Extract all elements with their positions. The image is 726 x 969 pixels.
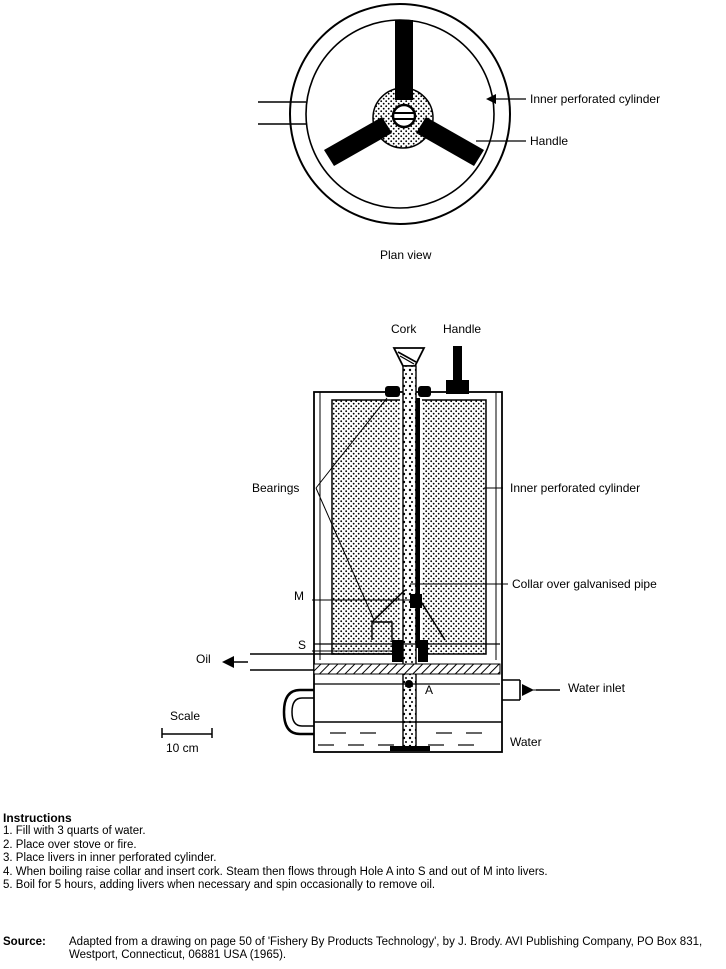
- cork: [392, 347, 426, 367]
- top-bearing-right: [418, 386, 431, 397]
- plan-handle-arm-left: [324, 117, 392, 166]
- scale-title: Scale: [170, 709, 200, 723]
- label-a: A: [425, 683, 433, 697]
- section-view: Cork Handle Bearings Inner perforated cy…: [161, 322, 657, 755]
- apparatus-diagram: Inner perforated cylinder Handle Plan vi…: [161, 3, 660, 755]
- lower-bearing-right: [418, 640, 428, 662]
- scale-value: 10 cm: [166, 741, 199, 755]
- label-oil: Oil: [196, 652, 211, 666]
- instruction-step: 1. Fill with 3 quarts of water.: [3, 825, 146, 838]
- instructions-list: 1. Fill with 3 quarts of water. 2. Place…: [3, 825, 723, 892]
- galvanised-pipe: [402, 365, 417, 751]
- water-inlet-arrow: [522, 684, 534, 696]
- label-collar: Collar over galvanised pipe: [512, 577, 657, 591]
- label-water-inlet: Water inlet: [568, 681, 626, 695]
- instruction-step: 5. Boil for 5 hours, adding livers when …: [3, 879, 436, 892]
- instruction-step: 4. When boiling raise collar and insert …: [3, 865, 548, 878]
- top-bearing-left: [385, 386, 400, 397]
- hatched-plate: [313, 663, 501, 675]
- collar: [410, 594, 422, 608]
- label-m: M: [294, 589, 304, 603]
- plan-outer-ring: [289, 3, 511, 225]
- plan-view: Inner perforated cylinder Handle Plan vi…: [258, 3, 660, 262]
- label-water: Water: [510, 735, 542, 749]
- source-label: Source:: [3, 936, 46, 948]
- section-handle: [453, 346, 462, 382]
- plan-handle-arm-top: [395, 20, 413, 100]
- label-inner-cylinder: Inner perforated cylinder: [510, 481, 640, 495]
- plan-label-inner-cylinder: Inner perforated cylinder: [530, 92, 660, 106]
- label-s: S: [298, 638, 306, 652]
- plan-handle-arm-right: [416, 117, 484, 166]
- hole-a: [405, 680, 413, 688]
- label-cork: Cork: [391, 322, 417, 336]
- instructions-heading: Instructions: [3, 811, 72, 825]
- instruction-step: 3. Place livers in inner perforated cyli…: [3, 852, 217, 865]
- label-handle: Handle: [443, 322, 481, 336]
- oil-arrow: [222, 656, 234, 668]
- instructions-block: Instructions 1. Fill with 3 quarts of wa…: [3, 811, 723, 892]
- label-bearings: Bearings: [252, 481, 299, 495]
- source-text: Adapted from a drawing on page 50 of 'Fi…: [69, 936, 703, 962]
- instruction-step: 2. Place over stove or fire.: [3, 838, 137, 851]
- plan-label-handle: Handle: [530, 134, 568, 148]
- plan-view-caption: Plan view: [380, 248, 432, 262]
- lower-bearing-left: [392, 640, 403, 662]
- side-handle-loop: [282, 688, 314, 736]
